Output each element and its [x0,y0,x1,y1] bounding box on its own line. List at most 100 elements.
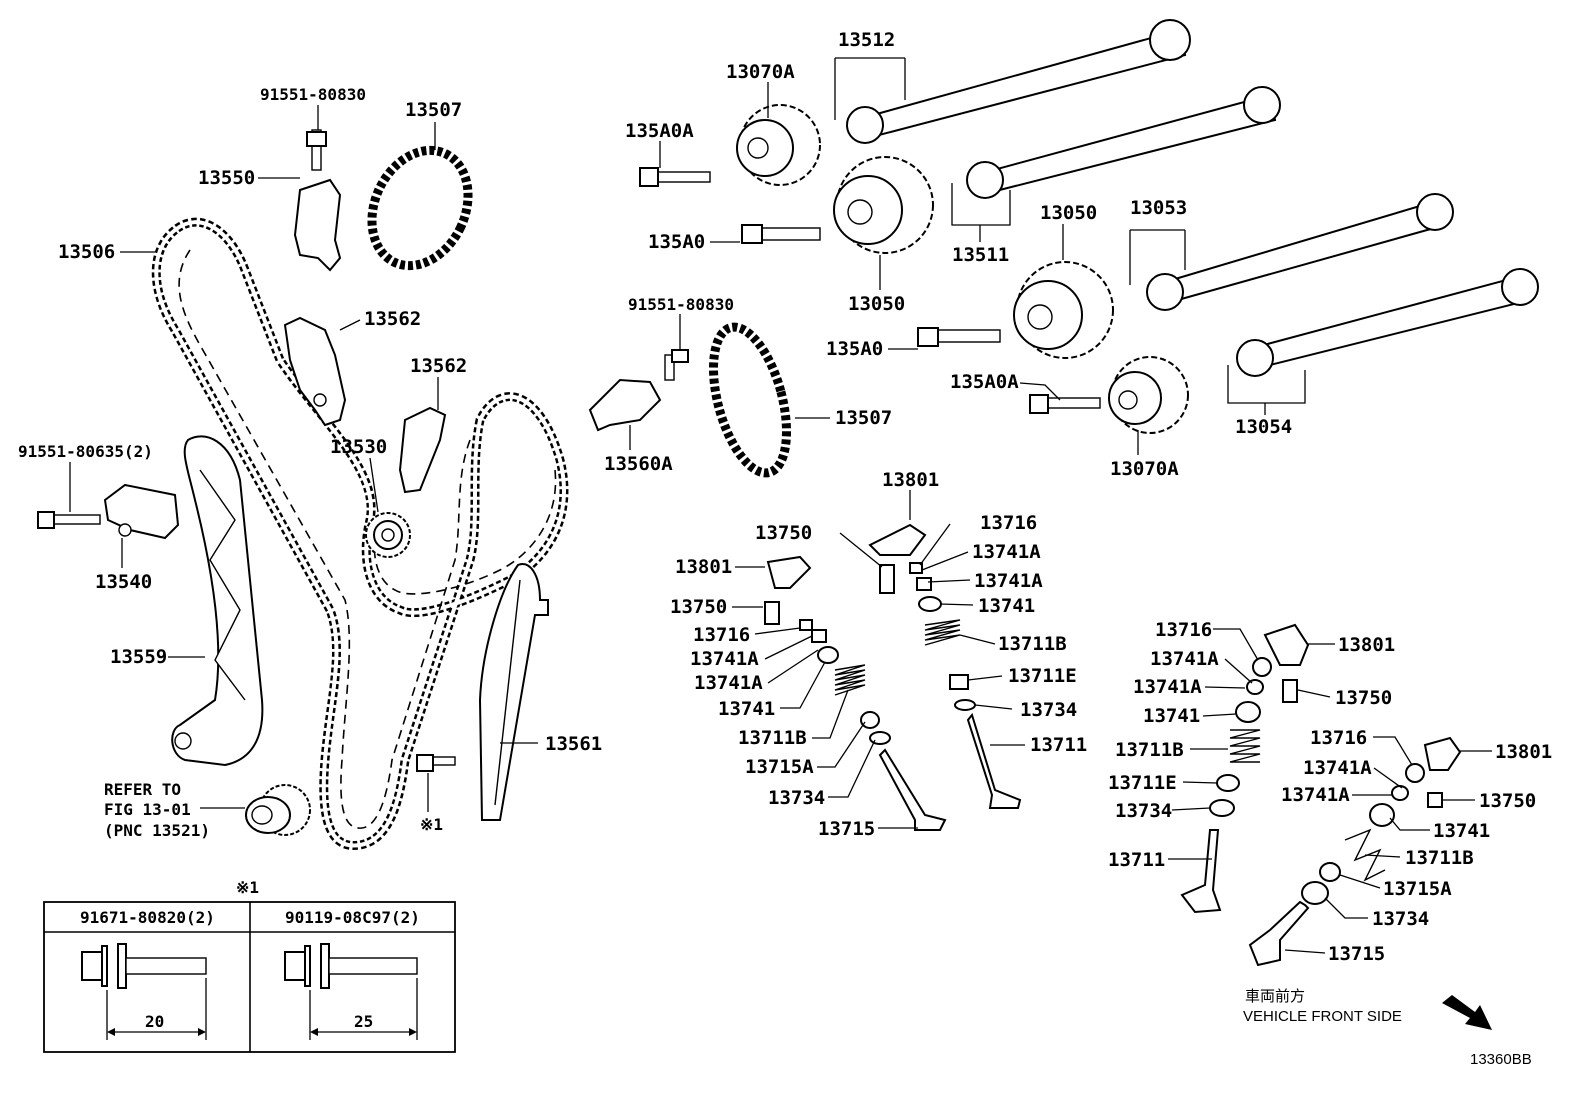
label-13734-a: 13734 [768,787,825,809]
label-13711e-b: 13711E [1108,772,1177,794]
label-13711-b: 13711 [1108,849,1165,871]
label-13715a-b: 13715A [1383,878,1452,900]
label-13511: 13511 [952,244,1009,266]
label-13716-d: 13716 [1310,727,1367,749]
part-labels: 13512 13070A 91551-80830 13507 135A0A 13… [18,29,1552,965]
leader-lines [69,57,1492,954]
label-13507-mid: 13507 [835,407,892,429]
label-13741a-e: 13741A [1150,648,1219,670]
label-135a0a-mid: 135A0A [950,371,1019,393]
label-13054: 13054 [1235,416,1292,438]
label-13741a-h: 13741A [1281,784,1350,806]
cam-gear-13070a-mid [1108,356,1189,434]
label-13801-b: 13801 [882,469,939,491]
chain-tensioner-13550 [293,129,342,272]
tensioner-13560a [588,349,689,432]
label-13741a-d: 13741A [974,570,1043,592]
table-col1-part: 91671-80820(2) [80,908,215,927]
tensioner-13540 [37,483,180,540]
label-13741-a: 13741 [718,698,775,720]
label-13070a-mid: 13070A [1110,458,1179,480]
label-13716-b: 13716 [980,512,1037,534]
label-13750-b: 13750 [755,522,812,544]
label-13716-a: 13716 [693,624,750,646]
camshaft-13511 [966,86,1281,199]
label-135a0-mid: 135A0 [826,338,883,360]
label-13801-d: 13801 [1495,741,1552,763]
label-135a0a-top: 135A0A [625,120,694,142]
camshaft-13512 [846,19,1191,144]
cam-bolt-135a0-mid [917,327,1001,347]
oil-pump-chain-13507-mid [709,322,791,478]
label-13711-a: 13711 [1030,734,1087,756]
timing-chain-13506 [151,217,569,851]
label-13711b-c: 13711B [1115,739,1184,761]
note-mark: ※1 [420,815,443,834]
slipper-hole [313,393,327,407]
label-13734-b: 13734 [1020,699,1077,721]
label-13540: 13540 [95,571,152,593]
front-jp: 車両前方 [1245,988,1305,1005]
camshaft-13053 [1146,193,1454,311]
refer-line-3: (PNC 13521) [104,821,210,840]
label-13512: 13512 [838,29,895,51]
label-13750-d: 13750 [1479,790,1536,812]
label-13507-top: 13507 [405,99,462,121]
label-91551-80830-top: 91551-80830 [260,85,366,104]
cam-gear-13050-top [833,156,934,254]
valvetrain-group-2 [868,523,1022,809]
label-13715a-a: 13715A [745,756,814,778]
chain-guide-13559 [171,435,264,767]
label-13560a: 13560A [604,453,673,475]
label-13741a-g: 13741A [1303,757,1372,779]
valvetrain-group-1 [764,555,947,831]
refer-line-2: FIG 13-01 [104,800,191,819]
label-13741-c: 13741 [1143,705,1200,727]
cam-bolt-135a0-top [741,224,821,244]
label-13801-a: 13801 [675,556,732,578]
front-en: VEHICLE FRONT SIDE [1243,1008,1402,1025]
label-13741a-b: 13741A [694,672,763,694]
cam-gear-13070a-top [736,104,821,186]
bolt-spec-table: ※1 91671-80820(2) 90119-08C97(2) 20 25 [43,878,456,1053]
label-13070a-top: 13070A [726,61,795,83]
label-13562-a: 13562 [364,308,421,330]
label-13750-c: 13750 [1335,687,1392,709]
label-13711b-b: 13711B [998,633,1067,655]
label-13801-c: 13801 [1338,634,1395,656]
crank-sprocket [245,784,311,836]
label-13750-a: 13750 [670,596,727,618]
chain-slipper-13562-a [283,316,347,427]
oil-pump-chain-13507-top [367,145,473,271]
refer-line-1: REFER TO [104,780,181,799]
chain-guide-13561 [478,563,549,821]
label-13559: 13559 [110,646,167,668]
vehicle-front-indicator: 車両前方 VEHICLE FRONT SIDE [1243,988,1492,1030]
label-13715-a: 13715 [818,818,875,840]
label-91551-80830-mid: 91551-80830 [628,295,734,314]
label-13550: 13550 [198,167,255,189]
label-13050-b: 13050 [848,293,905,315]
label-13711b-d: 13711B [1405,847,1474,869]
label-13741a-c: 13741A [972,541,1041,563]
label-13741a-a: 13741A [690,648,759,670]
label-13711b-a: 13711B [738,727,807,749]
label-13562-b: 13562 [410,355,467,377]
valvetrain-group-3 [1180,623,1310,914]
refer-note: REFER TO FIG 13-01 (PNC 13521) [104,780,210,840]
label-13734-c: 13734 [1115,800,1172,822]
cam-gear-13050-mid [1013,261,1114,359]
table-col1-dim: 20 [145,1012,164,1031]
bolt-note-1 [416,754,456,772]
label-13053: 13053 [1130,197,1187,219]
table-col2-part: 90119-08C97(2) [285,908,420,927]
label-13530: 13530 [330,436,387,458]
cam-bolt-135a0a-mid [1029,394,1101,414]
label-13561: 13561 [545,733,602,755]
label-13741a-f: 13741A [1133,676,1202,698]
label-13741-b: 13741 [978,595,1035,617]
label-13741-d: 13741 [1433,820,1490,842]
label-135a0-top: 135A0 [648,231,705,253]
label-13715-b: 13715 [1328,943,1385,965]
label-13506: 13506 [58,241,115,263]
